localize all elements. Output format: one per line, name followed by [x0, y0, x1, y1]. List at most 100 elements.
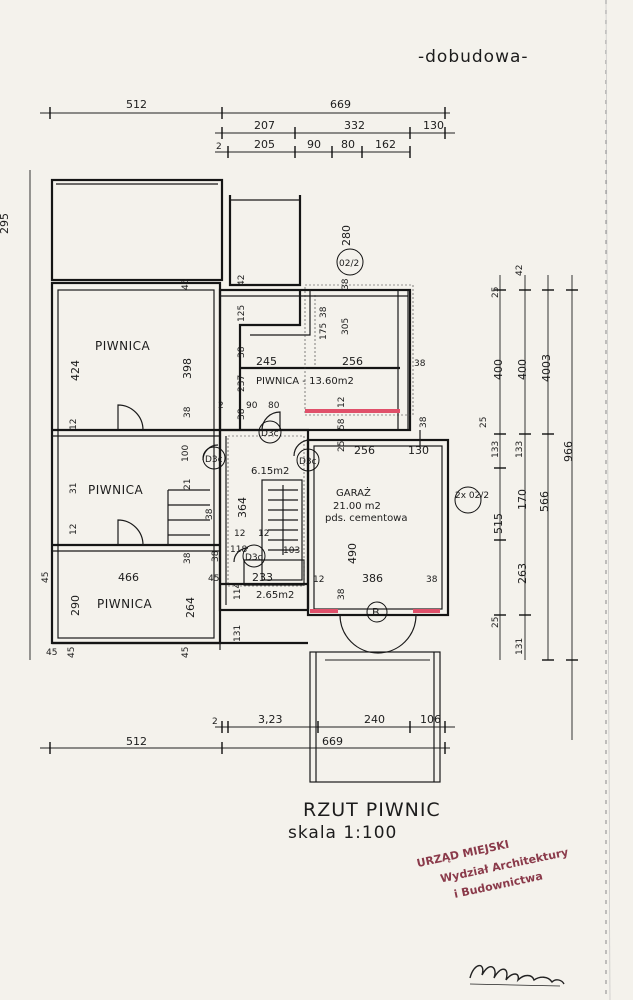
dim-c-130: 130: [408, 444, 429, 457]
room-piwnica-1: PIWNICA: [95, 339, 151, 353]
dim-c-80: 80: [268, 401, 280, 411]
dim-top-80: 80: [341, 138, 355, 151]
dim-l-295: 295: [0, 213, 11, 234]
interior-dimensions: 295 424 12 31 12 45 290 45 398 38 45 42 …: [0, 170, 438, 660]
room-garage-area: 21.00 m2: [333, 501, 381, 512]
dim-l-12b: 12: [69, 524, 79, 535]
dim-c-386: 386: [362, 572, 383, 585]
room-piwnica-3: PIWNICA: [97, 597, 153, 611]
dim-c-12c: 12: [234, 529, 245, 539]
dim-r-400a: 400: [492, 359, 505, 380]
dim-top-207: 207: [254, 119, 275, 132]
dim-c-38b: 38: [237, 346, 247, 358]
staircase: [167, 485, 298, 555]
room-garage-floor: pds. cementowa: [325, 513, 408, 524]
dim-r-515: 515: [492, 513, 505, 534]
dim-top-162: 162: [375, 138, 396, 151]
dim-c-45b: 45: [208, 574, 219, 584]
dim-c-118: 118: [230, 545, 247, 555]
room-hall-area: 6.15m2: [251, 466, 289, 477]
dim-c-114: 114: [233, 583, 243, 600]
dim-top-205: 205: [254, 138, 275, 151]
dim-top-130: 130: [423, 119, 444, 132]
dim-bot-106: 106: [420, 713, 441, 726]
dim-c-466: 466: [118, 571, 139, 584]
dim-top-2: 2: [216, 142, 222, 152]
dim-r-263: 263: [516, 563, 529, 584]
dim-c-12b: 12: [258, 529, 269, 539]
dim-c-38h: 38: [183, 552, 193, 564]
dim-c-38j: 38: [337, 588, 347, 600]
dim-c-233: 233: [252, 571, 273, 584]
dim-c-2: 2: [218, 401, 224, 411]
dim-c-12: 12: [337, 397, 347, 408]
dim-c-12d: 12: [313, 575, 324, 585]
dim-l-290: 290: [69, 595, 82, 616]
dim-c-38c: 38: [237, 408, 247, 420]
dim-c-103: 103: [283, 546, 300, 556]
dim-bot-2: 2: [212, 717, 218, 727]
dim-c-125: 125: [237, 305, 247, 322]
dim-c-38k: 38: [205, 508, 215, 520]
dim-c-45d: 45: [46, 648, 57, 658]
dim-top-332: 332: [344, 119, 365, 132]
extension-label: -dobudowa-: [418, 47, 529, 67]
dim-c-58: 58: [337, 418, 347, 430]
dim-c-237: 237: [237, 375, 247, 392]
dim-c-21: 21: [183, 479, 193, 490]
dim-c-38d: 38: [414, 359, 426, 369]
dim-r-42: 42: [515, 265, 525, 276]
dim-c-100: 100: [181, 445, 191, 462]
dim-c-38e: 38: [341, 278, 351, 290]
signature: [469, 964, 565, 987]
dim-bot-669: 669: [322, 735, 343, 748]
dim-c-38l: 38: [211, 550, 221, 562]
dim-bot-323: 3,23: [258, 713, 283, 726]
door-swings: [117, 404, 430, 661]
door-tag-4: D3c: [245, 553, 263, 563]
window-tag-right: 2x 02/2: [455, 491, 489, 501]
dim-c-38f: 38: [319, 306, 329, 318]
dim-l-45a: 45: [41, 572, 51, 583]
dim-r-25b: 25: [479, 417, 489, 428]
bottom-dimension-chain: 2 3,23 240 106 512 669: [40, 713, 455, 754]
dim-top-90: 90: [307, 138, 321, 151]
dim-r-25a: 25: [491, 287, 501, 298]
dim-c-45a: 45: [181, 279, 191, 290]
dim-c-38a: 38: [183, 406, 193, 418]
window-tag-top: 02/2: [339, 259, 359, 269]
dim-r-4003: 4003: [540, 354, 553, 382]
dim-c-256a: 256: [342, 355, 363, 368]
dim-r-133a: 133: [491, 441, 501, 458]
dim-c-90: 90: [246, 401, 258, 411]
dim-c-25: 25: [337, 441, 347, 452]
drawing-title: RZUT PIWNIC: [303, 799, 441, 821]
dim-c-175: 175: [319, 323, 329, 340]
dim-c-264: 264: [184, 597, 197, 618]
dim-r-131: 131: [515, 638, 525, 655]
door-tag-1: D3c: [205, 455, 223, 465]
dim-c-38g: 38: [419, 416, 429, 428]
dim-r-566: 566: [538, 491, 551, 512]
room-garage-name: GARAŻ: [336, 486, 371, 499]
room-piwnica-4: PIWNICA - 13.60m2: [256, 376, 354, 387]
room-small-area: 2.65m2: [256, 590, 294, 601]
dim-c-38i: 38: [426, 575, 438, 585]
dim-c-305: 305: [341, 318, 351, 335]
room-labels: PIWNICA PIWNICA PIWNICA PIWNICA - 13.60m…: [88, 339, 408, 611]
right-dimension-chain: 25 42 400 400 4003 966 25 133 133 515 17…: [479, 265, 578, 740]
top-dimension-chain: 512 669 207 332 130 2 205 90 80 162: [40, 98, 455, 158]
extension-markers: [305, 409, 440, 613]
door-tag-3: D3c: [299, 457, 317, 467]
dim-r-133b: 133: [515, 441, 525, 458]
room-piwnica-2: PIWNICA: [88, 483, 144, 497]
drawing-scale: skala 1:100: [288, 823, 397, 843]
dim-c-131: 131: [233, 625, 243, 642]
walls: [50, 178, 450, 783]
dim-r-25c: 25: [491, 617, 501, 628]
dim-r-170: 170: [516, 489, 529, 510]
dim-c-398: 398: [181, 358, 194, 379]
dim-l-12a: 12: [69, 419, 79, 430]
dim-c-245: 245: [256, 355, 277, 368]
